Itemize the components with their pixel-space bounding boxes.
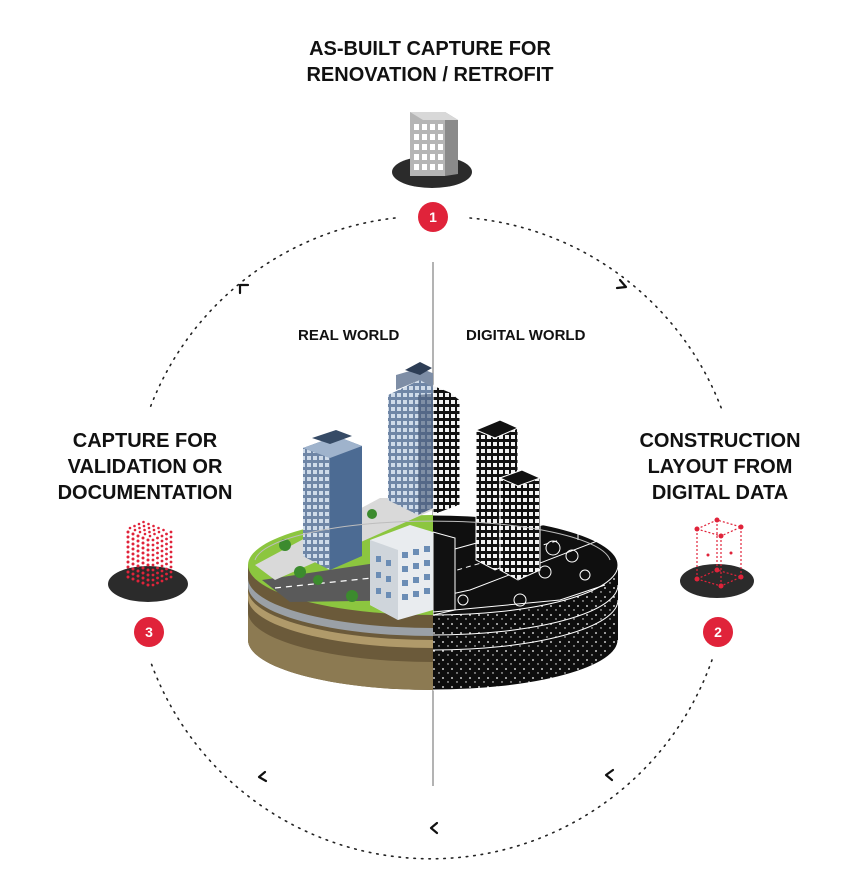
top-step-title: AS-BUILT CAPTURE FOR RENOVATION / RETROF… (250, 36, 610, 88)
left-step-title-line2: VALIDATION OR (67, 456, 223, 478)
right-step-title-line3: DIGITAL DATA (651, 482, 789, 504)
wireframe-box-icon (680, 517, 754, 598)
point-cloud-cube-icon (108, 520, 188, 602)
step-2-badge: 2 (703, 617, 733, 647)
digital-world-label: DIGITAL WORLD (466, 327, 586, 344)
arrow-icon (429, 821, 439, 835)
right-step-title: CONSTRUCTION LAYOUT FROM DIGITAL DATA (620, 428, 820, 506)
left-step-title: CAPTURE FOR VALIDATION OR DOCUMENTATION (40, 428, 250, 506)
arrow-icon (604, 768, 615, 782)
cycle-arrow-icons (238, 278, 628, 835)
arrow-icon (615, 278, 628, 290)
top-step-title-line1: AS-BUILT CAPTURE FOR (309, 38, 551, 60)
left-step-title-line1: CAPTURE FOR (72, 430, 218, 452)
arrow-icon (257, 770, 268, 783)
right-step-title-line1: CONSTRUCTION (639, 430, 801, 452)
arrow-icon (238, 283, 250, 295)
step-1-badge: 1 (418, 202, 448, 232)
left-step-title-line3: DOCUMENTATION (57, 482, 233, 504)
building-icon (392, 112, 472, 188)
top-step-title-line2: RENOVATION / RETROFIT (306, 64, 554, 86)
real-world-label: REAL WORLD (298, 327, 400, 344)
city-disc-illustration (248, 362, 619, 691)
right-step-title-line2: LAYOUT FROM (647, 456, 793, 478)
step-3-badge: 3 (134, 617, 164, 647)
cycle-circle (149, 217, 723, 860)
